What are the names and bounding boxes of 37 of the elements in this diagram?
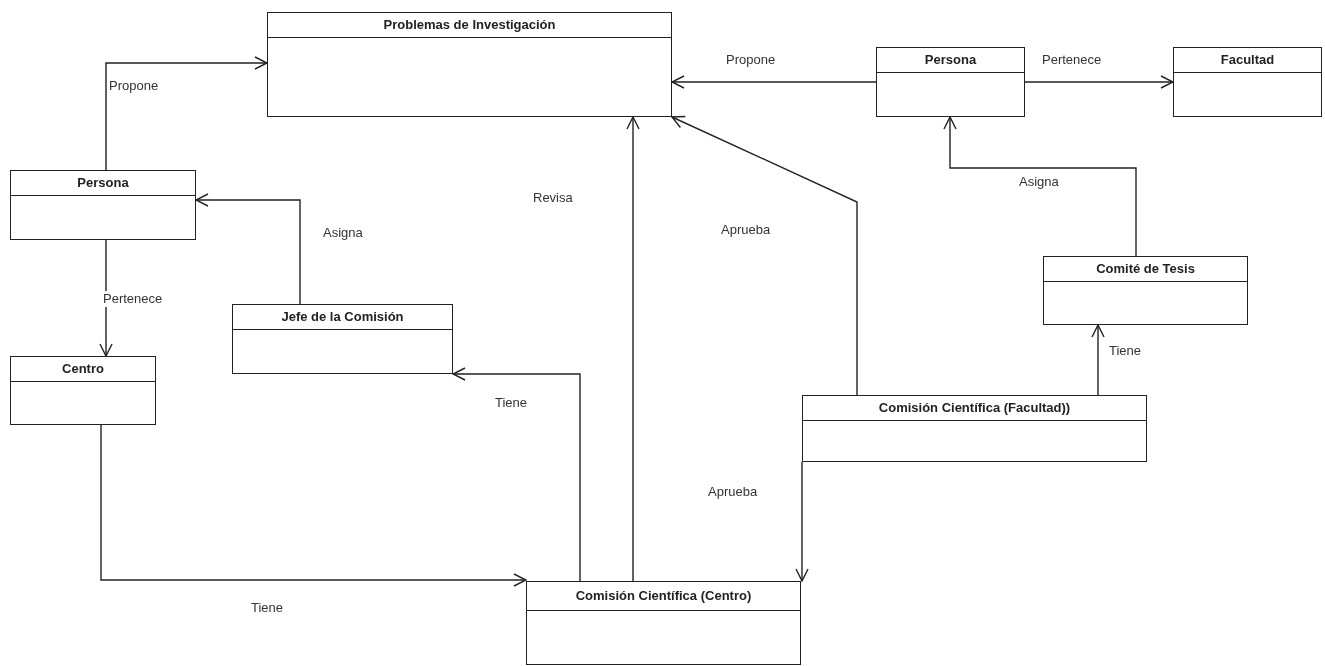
association-arrow (671, 115, 858, 396)
class-name: Persona (877, 48, 1024, 73)
class-name: Centro (11, 357, 155, 382)
association-arrow (105, 56, 268, 171)
class-box (232, 304, 453, 374)
class-box (1173, 47, 1322, 117)
class-name: Comité de Tesis (1044, 257, 1247, 282)
edge-label: Pertenece (102, 291, 164, 307)
association-arrow (452, 367, 581, 582)
association-arrow (1091, 324, 1105, 396)
association-arrow (100, 424, 527, 587)
edge-label: Propone (725, 52, 777, 68)
association-arrow (795, 461, 809, 582)
association-arrow (671, 75, 877, 89)
edge-label: Asigna (322, 225, 364, 241)
edge-label: Asigna (1018, 174, 1060, 190)
association-arrow (99, 239, 113, 357)
edge-label: Propone (108, 78, 160, 94)
class-name: Jefe de la Comisión (233, 305, 452, 330)
edge-label: Aprueba (720, 222, 772, 238)
class-name: Comisión Científica (Facultad)) (803, 396, 1146, 421)
class-name: Comisión Científica (Centro) (527, 582, 800, 611)
edge-label: Aprueba (707, 484, 759, 500)
class-box (10, 170, 196, 240)
class-name: Problemas de Investigación (268, 13, 671, 38)
association-arrow (195, 193, 301, 305)
class-box (526, 581, 801, 665)
class-name: Persona (11, 171, 195, 196)
class-box (802, 395, 1147, 462)
association-arrow (943, 116, 1137, 257)
class-box (10, 356, 156, 425)
class-box (267, 12, 672, 117)
class-name: Facultad (1174, 48, 1321, 73)
class-box (1043, 256, 1248, 325)
class-box (876, 47, 1025, 117)
association-arrow (1024, 75, 1174, 89)
association-arrow (626, 116, 640, 582)
